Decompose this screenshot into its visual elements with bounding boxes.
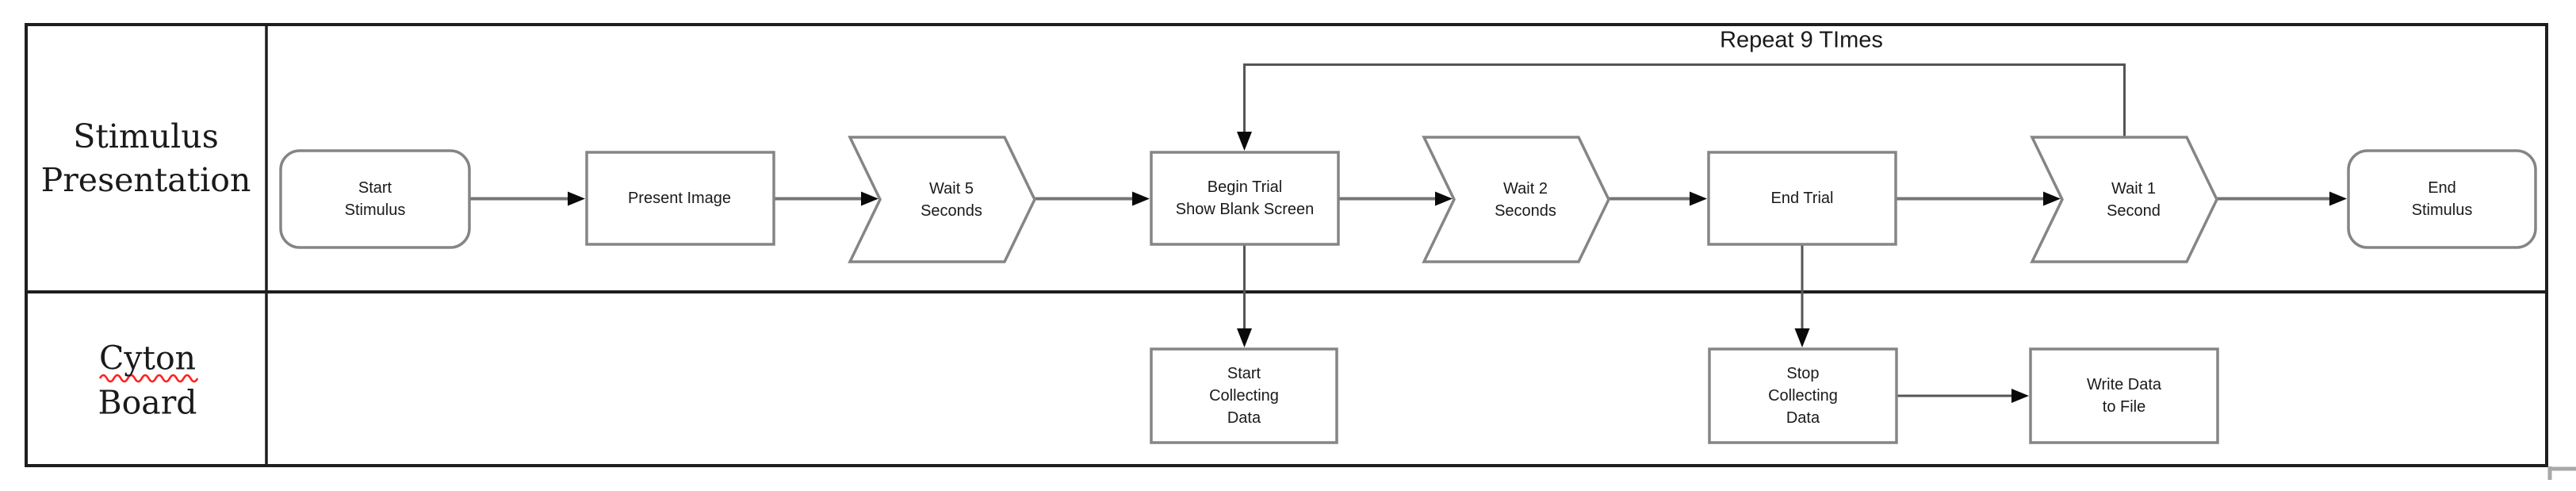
connector-start-stimulus-to-present-image[interactable] — [469, 191, 585, 206]
node-label-write-data-to-file: Write Data to File — [2086, 376, 2162, 416]
node-label-present-image: Present Image — [627, 190, 732, 207]
node-label-wait-2-seconds: Wait 2 Seconds — [1495, 180, 1556, 220]
lane-label-stimulus-presentation: Stimulus Presentation — [40, 117, 251, 199]
connector-wait-2-to-end-trial[interactable] — [1609, 191, 1707, 206]
node-stop-collecting-data[interactable] — [1708, 347, 1898, 444]
node-wait-1-second[interactable] — [2030, 136, 2218, 263]
node-label-end-stimulus: End Stimulus — [2411, 179, 2473, 219]
node-label-wait-5-seconds: Wait 5 Seconds — [921, 180, 982, 220]
node-write-data-to-file[interactable] — [2029, 347, 2219, 444]
connector-end-trial-to-stop-collecting[interactable] — [1794, 244, 1810, 347]
lane-label-cyton: Cyton — [98, 339, 197, 378]
connector-repeat-loop[interactable] — [1237, 63, 2126, 152]
connector-present-image-to-wait-5[interactable] — [774, 191, 878, 206]
node-begin-trial[interactable] — [1150, 151, 1340, 246]
node-label-start-stimulus: Start Stimulus — [344, 179, 406, 219]
node-label-wait-1-second: Wait 1 Second — [2107, 180, 2161, 220]
node-label-stop-collecting-data: Stop Collecting Data — [1768, 365, 1838, 427]
connector-wait-1-to-end-stimulus[interactable] — [2217, 191, 2347, 206]
node-label-begin-trial: Begin Trial Show Blank Screen — [1175, 178, 1315, 218]
connector-wait-5-to-begin-trial[interactable] — [1035, 191, 1150, 206]
connector-begin-trial-to-wait-2[interactable] — [1338, 191, 1453, 206]
swimlane-outer-border — [25, 23, 2548, 467]
connector-stop-collecting-to-write-data[interactable] — [1897, 389, 2029, 403]
connector-begin-trial-to-start-collecting[interactable] — [1237, 244, 1252, 347]
node-wait-2-seconds[interactable] — [1422, 136, 1610, 263]
node-start-stimulus[interactable] — [279, 149, 471, 249]
connector-end-trial-to-wait-1[interactable] — [1896, 191, 2061, 206]
node-present-image[interactable] — [585, 151, 775, 246]
lane-label-board: Board — [98, 383, 197, 422]
node-start-collecting-data[interactable] — [1150, 347, 1338, 444]
node-end-stimulus[interactable] — [2347, 149, 2537, 249]
spellcheck-squiggle — [98, 374, 199, 383]
repeat-loop-label: Repeat 9 TImes — [1720, 27, 1883, 53]
node-label-end-trial: End Trial — [1770, 190, 1834, 207]
node-end-trial[interactable] — [1707, 151, 1897, 246]
node-label-start-collecting-data: Start Collecting Data — [1209, 365, 1279, 427]
node-wait-5-seconds[interactable] — [848, 136, 1036, 263]
